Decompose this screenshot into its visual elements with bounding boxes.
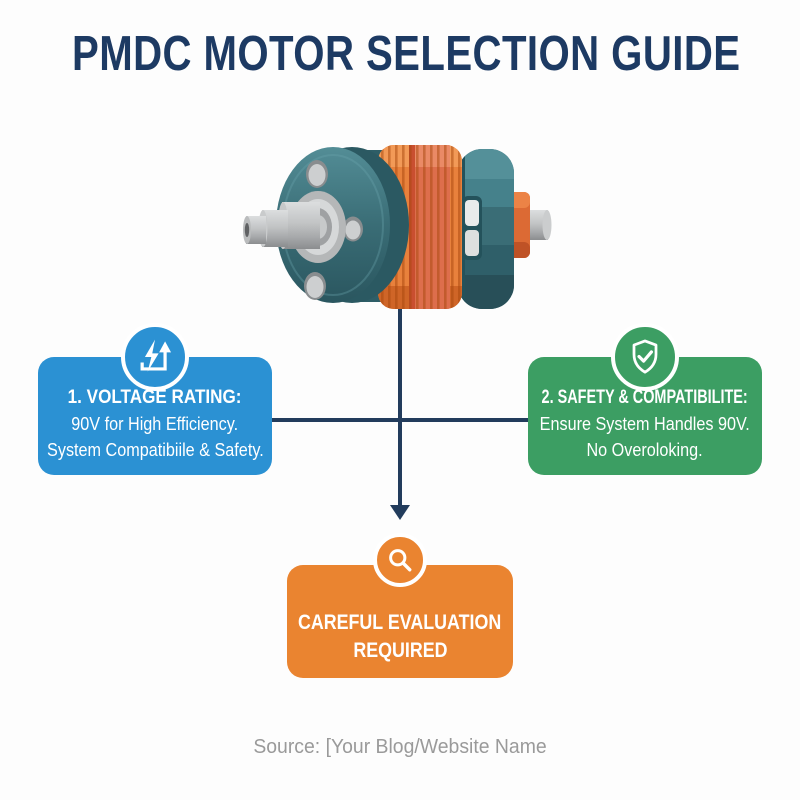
pmdc-motor-illustration <box>243 145 552 309</box>
voltage-surge-icon <box>121 323 189 391</box>
safety-line2: No Overoloking. <box>586 440 704 460</box>
evaluation-line2: REQUIRED <box>352 638 448 662</box>
connector-down-arrowhead <box>390 505 410 520</box>
voltage-surge-glyph <box>140 339 172 372</box>
source-note: Source: [Your Blog/Website Name <box>253 736 547 758</box>
magnifier-glyph <box>389 549 412 572</box>
voltage-line2: System Compatibiile & Safety. <box>46 440 264 460</box>
shield-check-icon <box>611 323 679 391</box>
connector-vertical-line <box>398 298 402 506</box>
voltage-line1: 90V for High Efficiency. <box>71 414 239 434</box>
magnifier-icon <box>373 533 427 587</box>
voltage-heading: 1. VOLTAGE RATING: <box>68 387 242 408</box>
evaluation-line1: CAREFUL EVALUATION <box>298 610 502 634</box>
safety-line1: Ensure System Handles 90V. <box>539 414 751 434</box>
page-title: PMDC MOTOR SELECTION GUIDE <box>72 27 741 81</box>
shield-check-glyph <box>632 339 658 374</box>
safety-heading: 2. SAFETY & COMPATIBILITE: <box>541 387 749 408</box>
connector-horizontal-line <box>272 418 528 422</box>
